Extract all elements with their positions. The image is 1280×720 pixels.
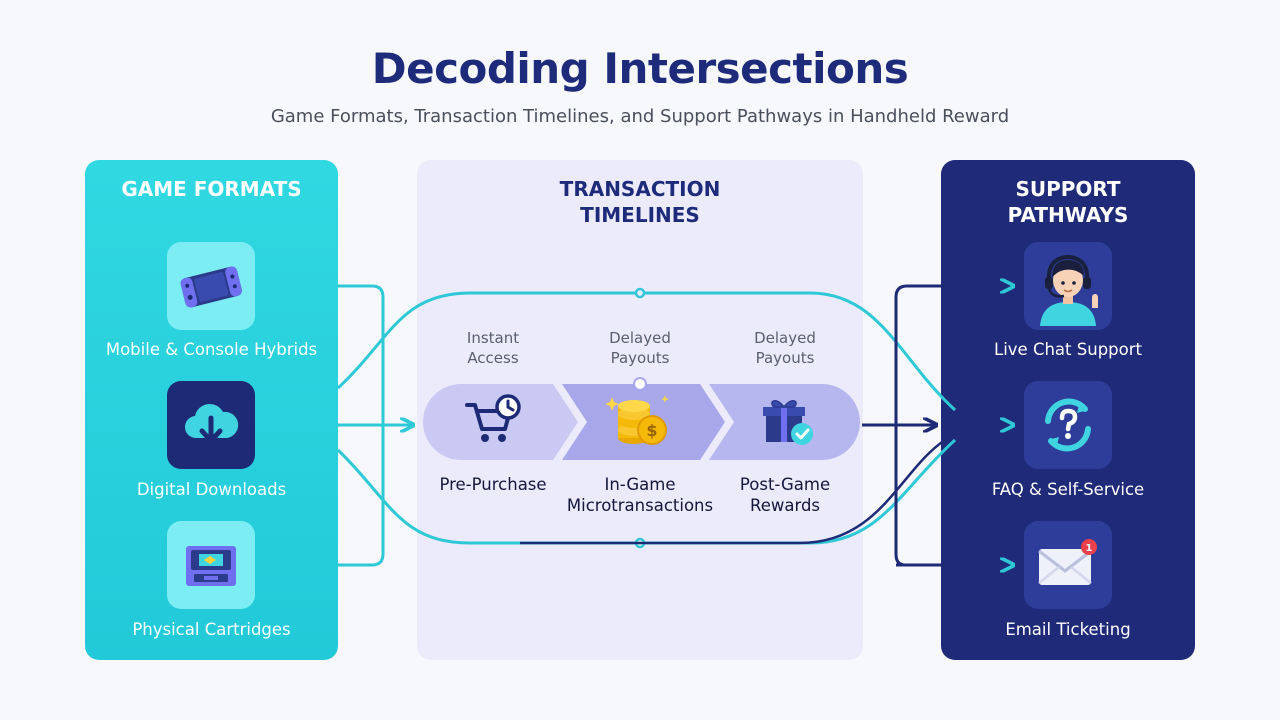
lower-navy-curve: [520, 438, 946, 545]
heading-line: PATHWAYS: [1007, 203, 1129, 227]
handheld-console-icon: [180, 266, 242, 308]
support-label-faq: FAQ & Self-Service: [991, 480, 1145, 499]
support-label-live-chat: Live Chat Support: [994, 340, 1142, 359]
shopping-cart-clock-icon: [465, 394, 521, 442]
chevron-pre-purchase: [423, 384, 578, 460]
page-subtitle: Game Formats, Transaction Timelines, and…: [270, 106, 1010, 127]
email-tile[interactable]: 1: [1024, 521, 1112, 609]
page-title: Decoding Intersections: [371, 44, 909, 93]
curve-node: [634, 287, 646, 299]
support-pathways-heading: SUPPORT PATHWAYS: [941, 176, 1195, 228]
game-formats-heading: GAME FORMATS: [121, 177, 302, 201]
cartridge-icon: [186, 546, 236, 586]
svg-text:$: $: [646, 421, 657, 440]
pin-marker: [633, 377, 647, 391]
stage-timing-delayed-1: Delayed Payouts: [580, 328, 700, 368]
stage-timing-delayed-2: Delayed Payouts: [725, 328, 845, 368]
live-chat-tile[interactable]: [1024, 242, 1112, 330]
faq-refresh-icon: [1045, 398, 1091, 452]
heading-line: TRANSACTION: [559, 177, 721, 201]
timing-line: Delayed: [609, 329, 671, 347]
digital-download-tile[interactable]: [167, 381, 255, 469]
format-label-cartridges: Physical Cartridges: [132, 620, 291, 639]
support-label-email: Email Ticketing: [1005, 620, 1131, 639]
support-agent-icon: [1040, 254, 1098, 326]
handheld-console-tile[interactable]: [167, 242, 255, 330]
stage-label-post-game: Post-Game Rewards: [700, 474, 870, 516]
transaction-timelines-heading: TRANSACTION TIMELINES: [417, 176, 863, 228]
stage-label-microtransactions: In-Game Microtransactions: [555, 474, 725, 516]
timing-line: Access: [467, 349, 519, 367]
email-notification-icon: 1: [1038, 539, 1097, 585]
stage-label-line: In-Game: [604, 475, 676, 494]
format-label-digital: Digital Downloads: [136, 480, 287, 499]
gift-check-icon: [763, 400, 813, 445]
heading-line: SUPPORT: [1015, 177, 1121, 201]
stage-label-line: Microtransactions: [566, 496, 714, 515]
stage-label-line: Pre-Purchase: [439, 475, 547, 494]
cartridge-tile[interactable]: [167, 521, 255, 609]
heading-line: TIMELINES: [580, 203, 700, 227]
timing-line: Instant: [466, 329, 520, 347]
faq-tile[interactable]: [1024, 381, 1112, 469]
stage-label-pre-purchase: Pre-Purchase: [408, 474, 578, 495]
stage-timing-instant: Instant Access: [433, 328, 553, 368]
timing-line: Payouts: [755, 349, 815, 367]
cloud-download-icon: [184, 403, 239, 444]
timing-line: Payouts: [610, 349, 670, 367]
notification-badge: [1081, 539, 1097, 555]
upper-cross-curve: [336, 291, 957, 412]
format-label-hybrids: Mobile & Console Hybrids: [105, 340, 318, 359]
coin-stack-icon: $: [605, 395, 669, 445]
timing-line: Delayed: [754, 329, 816, 347]
stage-label-line: Rewards: [749, 496, 821, 515]
notification-count: 1: [1086, 543, 1093, 554]
stage-label-line: Post-Game: [739, 475, 831, 494]
